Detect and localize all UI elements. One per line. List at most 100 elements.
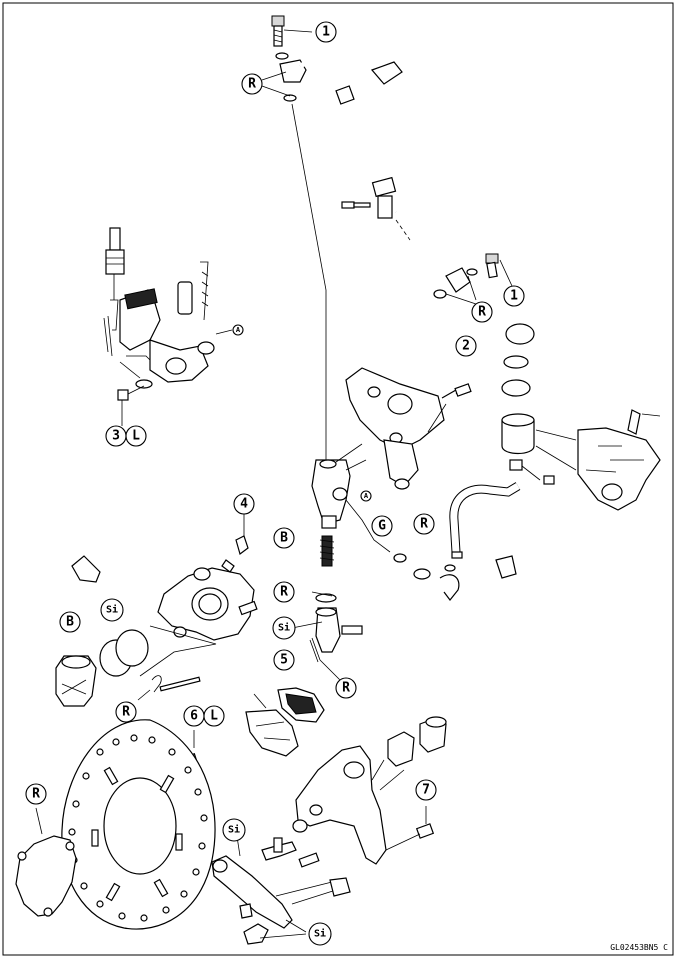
hose-ferrule xyxy=(377,195,393,219)
callout-label: B xyxy=(280,531,288,546)
callout-6: 6 xyxy=(183,705,205,727)
callout-label: R xyxy=(248,77,256,92)
callout-Si-pivot: Si xyxy=(222,818,246,842)
callout-R-gasket: R xyxy=(25,783,47,805)
callout-7: 7 xyxy=(415,779,437,801)
callout-label: 6 xyxy=(190,709,198,724)
brake-hose-assembly xyxy=(261,15,513,460)
callout-R-clip: R xyxy=(115,701,137,723)
brake-light-switch-body xyxy=(105,249,125,275)
banjo-bolt-shank-lower xyxy=(486,261,498,279)
reservoir-hose-clamp xyxy=(509,459,523,471)
callout-1-lower: 1 xyxy=(503,285,525,307)
brake-lever-arm xyxy=(211,855,293,929)
callout-label: B xyxy=(66,615,74,630)
callout-label: Si xyxy=(314,928,326,940)
callout-label: A xyxy=(364,492,369,500)
lever-clip xyxy=(239,903,253,919)
master-cylinder-outlet xyxy=(321,515,337,529)
callout-label: L xyxy=(132,429,140,444)
disc-center-hub xyxy=(103,777,177,875)
reservoir-diaphragm-plate xyxy=(503,355,529,369)
pad-pin-clip xyxy=(151,675,162,693)
footpeg-bracket-assembly xyxy=(211,716,447,945)
pedal-pivot-sleeve xyxy=(177,281,193,315)
lever-link-collar xyxy=(329,877,351,897)
washer-lower-2 xyxy=(433,289,447,299)
hose-clamp-mid xyxy=(371,176,397,198)
hose-clamp-top xyxy=(335,85,355,105)
bleed-valve xyxy=(235,535,249,556)
callout-label: 1 xyxy=(322,25,330,40)
bracket-collar-1 xyxy=(387,731,415,767)
callout-L-pedal: L xyxy=(125,425,147,447)
rear-master-cylinder xyxy=(311,459,351,525)
hose-clamp-loose xyxy=(495,555,517,579)
master-cylinder-assembly xyxy=(291,323,661,681)
callout-R-seal: R xyxy=(273,581,295,603)
callout-label: R xyxy=(478,305,486,320)
banjo-fitting-lower xyxy=(445,267,471,293)
callout-label: 4 xyxy=(240,497,248,512)
brake-pedal-tread xyxy=(124,288,158,310)
callout-R-hose-elbow: R xyxy=(413,513,435,535)
reservoir-bracket xyxy=(577,427,661,511)
bracket-lower-arm xyxy=(383,439,419,487)
figure-code: GL02453BN5 C xyxy=(610,943,668,952)
callout-label: R xyxy=(32,787,40,802)
callout-label: 1 xyxy=(510,289,518,304)
pedal-washer xyxy=(197,341,215,355)
washer-top-1 xyxy=(275,52,289,60)
clevis-pin xyxy=(341,625,363,635)
callout-label: A xyxy=(236,326,241,334)
callout-1-top: 1 xyxy=(315,21,337,43)
brake-light-switch xyxy=(109,227,121,251)
callout-R-hose-lower: R xyxy=(471,301,493,323)
callout-label: Si xyxy=(106,604,118,616)
banjo-bolt-head-lower xyxy=(485,253,499,264)
washer-lower-1 xyxy=(466,268,478,276)
bracket-bushing xyxy=(394,478,410,490)
callout-Si-lever: Si xyxy=(308,922,332,946)
callout-A-bracket: A xyxy=(360,490,372,502)
reservoir-bolt xyxy=(543,475,555,485)
callout-label: L xyxy=(210,709,218,724)
disc-gasket xyxy=(15,835,77,917)
reservoir-cap xyxy=(505,323,535,345)
brake-disc xyxy=(15,719,216,930)
callout-label: R xyxy=(280,585,288,600)
lever-end-pin xyxy=(243,923,269,945)
callout-label: Si xyxy=(228,824,240,836)
hose-guide-bracket xyxy=(370,61,403,85)
callout-G: G xyxy=(371,515,393,537)
brake-pedal-switch-assembly xyxy=(103,227,233,426)
callout-Si-clevis: Si xyxy=(272,616,296,640)
callout-L-caliper-bolt: L xyxy=(203,705,225,727)
banjo-bolt-head-top xyxy=(271,15,285,27)
callout-label: R xyxy=(122,705,130,720)
brake-fluid-reservoir xyxy=(501,419,535,455)
pedal-bolt xyxy=(117,389,129,401)
brake-pedal-pivot xyxy=(165,357,187,375)
hose-bolt xyxy=(341,201,355,209)
pushrod-spring xyxy=(321,535,333,567)
callout-R-top: R xyxy=(241,73,263,95)
callout-3: 3 xyxy=(105,425,127,447)
callout-B-piston: B xyxy=(59,611,81,633)
washer-top-2 xyxy=(283,94,297,102)
callout-5: 5 xyxy=(273,649,295,671)
callout-label: R xyxy=(420,517,428,532)
footpeg-bracket-lower xyxy=(295,745,387,865)
brake-pad-inner xyxy=(245,709,299,757)
callout-4: 4 xyxy=(233,493,255,515)
bracket-screw xyxy=(627,409,641,435)
disc-holes xyxy=(68,734,208,922)
callout-label: G xyxy=(378,519,386,534)
reservoir-diaphragm xyxy=(501,379,531,397)
callout-B-spring: B xyxy=(273,527,295,549)
pushrod-clevis xyxy=(315,607,341,653)
callout-label: Si xyxy=(278,622,290,634)
callout-A-pedal: A xyxy=(232,324,244,336)
cotter-pin xyxy=(309,637,321,663)
